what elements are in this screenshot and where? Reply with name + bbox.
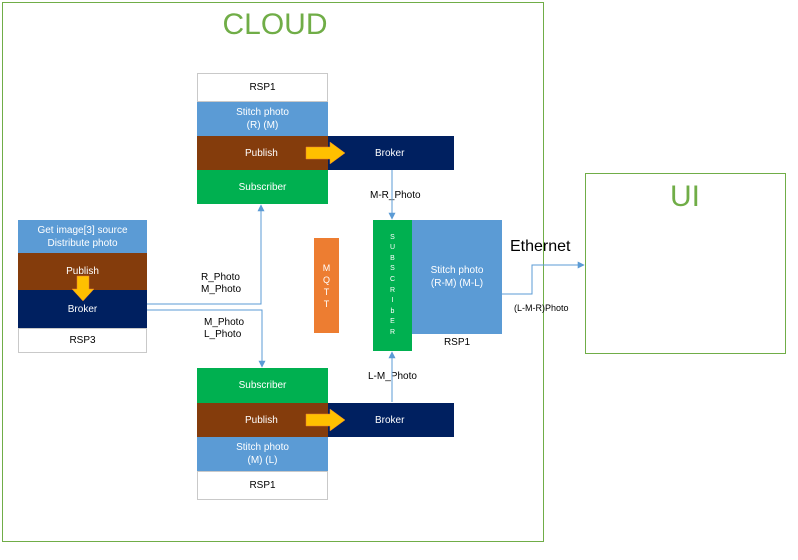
publish-arrow-top-icon (305, 141, 346, 165)
rsp3-name: RSP3 (18, 328, 147, 353)
ui-frame (585, 173, 786, 354)
ui-title: UI (670, 180, 700, 213)
lmr-photo-label: (L-M-R)Photo (514, 303, 569, 313)
rsp1-top-stitch-photo: Stitch photo (R) (M) (197, 102, 328, 136)
rsp1-top-subscriber: Subscriber (197, 170, 328, 204)
rsp1-bottom-publish-label: Publish (245, 414, 278, 426)
rsp1-top-name: RSP1 (197, 73, 328, 102)
rsp1-top-broker-label: Broker (375, 147, 405, 159)
rsp1-mid-subscriber: S U B S C R I b E R (373, 220, 412, 351)
ethernet-label: Ethernet (510, 238, 571, 255)
rsp3-publish-label: Publish (66, 266, 99, 277)
rsp1-bottom-broker: Broker (328, 403, 454, 437)
rsp3-publish: Publish (18, 253, 147, 290)
mqtt-block: M Q T T (314, 238, 339, 333)
cloud-title: CLOUD (222, 8, 328, 41)
connector-rsp3-to-bottom-subscriber (147, 309, 266, 368)
rsp3-broker-label: Broker (67, 303, 98, 315)
publish-arrow-bottom-icon (305, 408, 346, 432)
connector-mid-to-ui (502, 261, 585, 295)
rsp1-top-broker: Broker (328, 136, 454, 170)
m-r-photo-label: M-R_Photo (370, 190, 421, 201)
rsp1-top-publish-label: Publish (245, 147, 278, 159)
cloud-frame (2, 2, 544, 542)
publish-arrow-down-icon (71, 275, 95, 302)
rsp1-mid-stitch-photo: Stitch photo (R-M) (M-L) (412, 220, 502, 334)
r-m-photo-label: R_Photo M_Photo (201, 272, 242, 295)
rsp1-bottom-broker-label: Broker (375, 414, 405, 426)
rsp1-bottom-stitch-photo: Stitch photo (M) (L) (197, 437, 328, 471)
rsp1-bottom-name: RSP1 (197, 471, 328, 500)
connector-rsp3-to-top-subscriber (147, 204, 265, 305)
rsp3-source: Get image[3] source Distribute photo (18, 220, 147, 253)
m-l-photo-label: M_Photo L_Photo (204, 317, 245, 340)
rsp1-mid-name: RSP1 (412, 334, 502, 351)
rsp1-bottom-subscriber: Subscriber (197, 368, 328, 403)
